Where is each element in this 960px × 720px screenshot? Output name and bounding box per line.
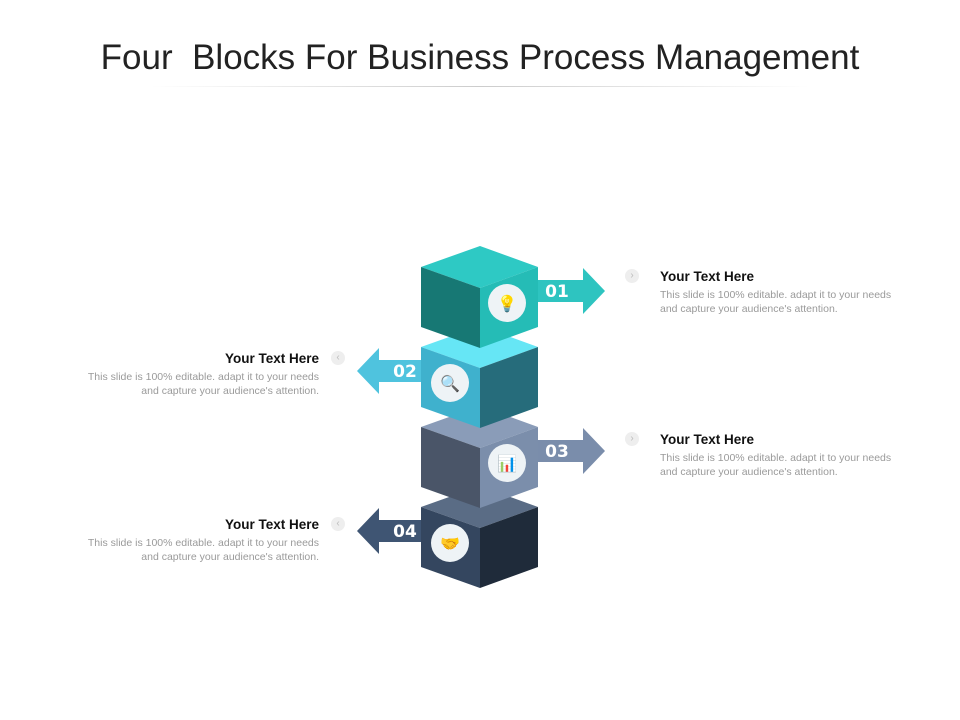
step-number: 04 bbox=[393, 522, 417, 542]
text-block-03: Your Text Here This slide is 100% editab… bbox=[660, 432, 900, 479]
cube-right-face bbox=[480, 347, 538, 428]
text-body: This slide is 100% editable. adapt it to… bbox=[87, 537, 319, 563]
arrow-right bbox=[536, 428, 605, 474]
block-03: 03 📊 bbox=[421, 406, 605, 508]
text-block-01: Your Text Here This slide is 100% editab… bbox=[660, 269, 900, 316]
text-block-02: Your Text Here This slide is 100% editab… bbox=[79, 351, 319, 398]
handshake-gear-icon: 🤝 bbox=[440, 536, 460, 553]
text-body: This slide is 100% editable. adapt it to… bbox=[660, 289, 892, 315]
icon-circle bbox=[431, 364, 469, 402]
chevron-left-icon: ‹ bbox=[331, 351, 345, 365]
block-02: 02 🔍 bbox=[357, 326, 538, 428]
business-chart-icon: 📊 bbox=[497, 454, 517, 473]
block-04: 04 🤝 bbox=[357, 486, 538, 588]
head-lightbulb-icon: 💡 bbox=[497, 294, 517, 313]
arrow-right bbox=[536, 268, 605, 314]
text-heading: Your Text Here bbox=[660, 432, 755, 447]
title-divider bbox=[150, 86, 810, 87]
magnifier-icon: 🔍 bbox=[440, 373, 460, 393]
text-body: This slide is 100% editable. adapt it to… bbox=[660, 452, 892, 478]
icon-circle bbox=[488, 284, 526, 322]
block-01: 01 💡 bbox=[421, 246, 605, 348]
icon-circle bbox=[431, 524, 469, 562]
text-block-04: Your Text Here This slide is 100% editab… bbox=[79, 517, 319, 564]
step-number: 01 bbox=[545, 282, 569, 302]
text-heading: Your Text Here bbox=[660, 269, 755, 284]
step-number: 02 bbox=[393, 362, 417, 382]
slide-title: Four Blocks For Business Process Managem… bbox=[100, 38, 860, 77]
cube-top-face bbox=[421, 246, 538, 288]
text-heading: Your Text Here bbox=[224, 517, 319, 532]
chevron-left-icon: ‹ bbox=[331, 517, 345, 531]
cube-left-face bbox=[421, 267, 480, 348]
step-number: 03 bbox=[545, 442, 569, 462]
text-body: This slide is 100% editable. adapt it to… bbox=[87, 371, 319, 397]
arrow-left bbox=[357, 348, 423, 394]
chevron-right-icon: › bbox=[625, 269, 639, 283]
text-heading: Your Text Here bbox=[224, 351, 319, 366]
icon-circle bbox=[488, 444, 526, 482]
cube-left-face bbox=[421, 427, 480, 508]
chevron-right-icon: › bbox=[625, 432, 639, 446]
cube-right-face bbox=[480, 507, 538, 588]
arrow-left bbox=[357, 508, 423, 554]
